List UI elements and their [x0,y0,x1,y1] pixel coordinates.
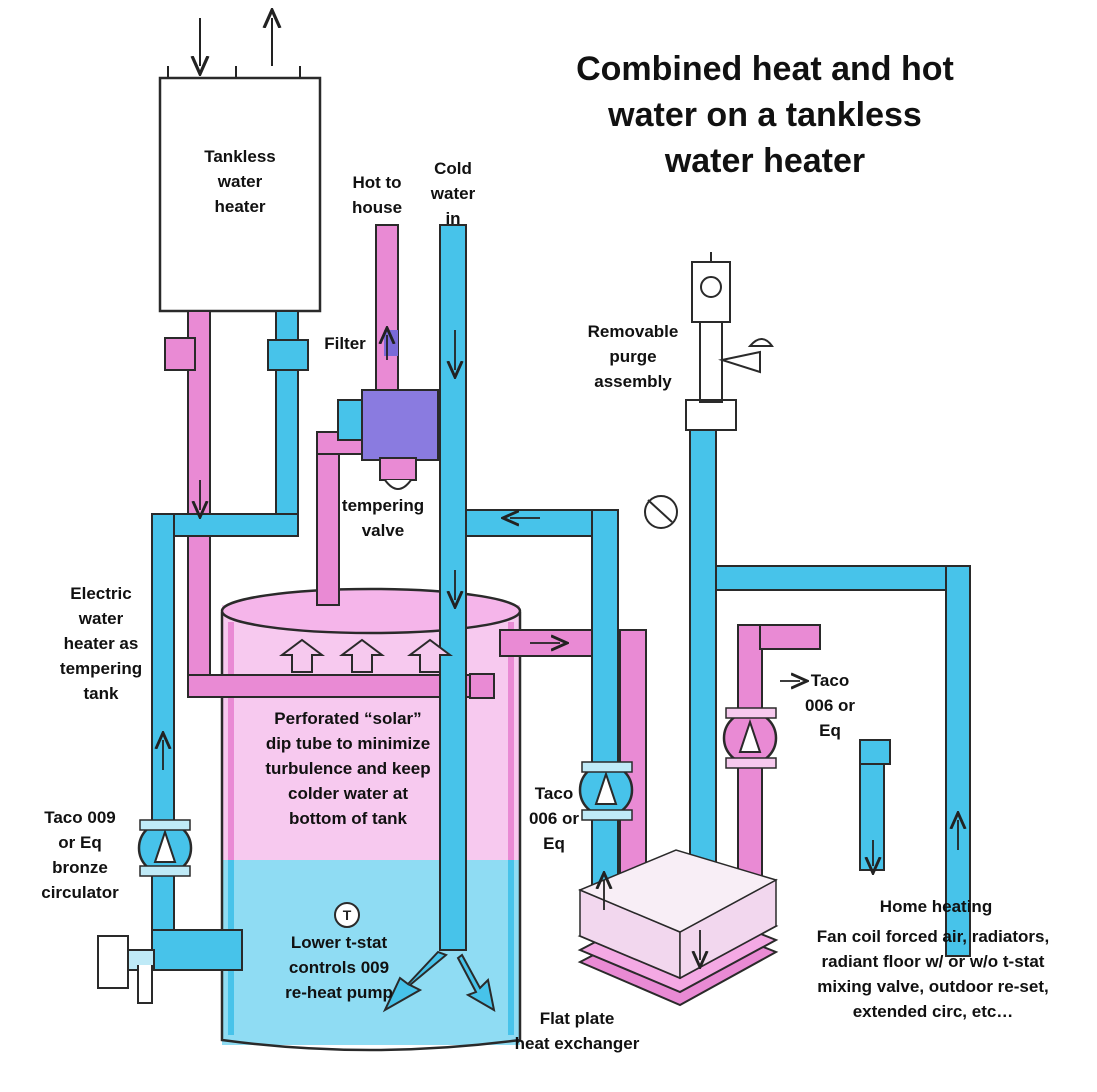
label-flat-plate: Flat plate heat exchanger [494,1006,660,1056]
label-line: 006 or [528,809,580,828]
label-home-heating-title: Home heating [836,894,1036,919]
label-line: Home heating [879,897,993,916]
label-line: controls 009 [288,958,390,977]
label-line: Flat plate [539,1009,615,1028]
label-line: bronze [52,858,108,877]
flow-arrows [163,330,958,960]
label-line: Filter [324,334,366,353]
dip-tube-perforations [279,638,453,673]
label-taco-009: Taco 009 or Eq bronze circulator [20,805,140,905]
label-line: colder water at [288,784,408,803]
label-line: Taco [810,671,850,690]
label-line: Tankless [204,147,276,166]
pump-taco-009 [137,819,193,877]
bottom-outflow-arrows [382,950,496,1013]
label-hot-to-house: Hot to house [334,170,420,220]
title-line-2: water on a tankless [608,96,922,134]
label-taco-006-right: Taco 006 or Eq [796,668,864,743]
title-line-1: Combined heat and hot [576,50,954,88]
flat-plate-heat-exchanger [577,849,779,1007]
diagram-title: Combined heat and hot water on a tankles… [530,46,1000,184]
label-dip-tube: Perforated “solar” dip tube to minimize … [236,706,460,831]
label-line: heater as [63,634,139,653]
tankless-water-heater [158,18,322,313]
label-line: Eq [543,834,565,853]
label-line: radiant floor w/ or w/o t-stat [821,952,1045,971]
label-line: purge [609,347,657,366]
lower-thermostat: T [334,902,360,928]
label-line: bottom of tank [288,809,408,828]
label-tankless-heater: Tankless water heater [170,144,310,219]
label-line: Taco [534,784,574,803]
label-taco-006-center: Taco 006 or Eq [520,781,588,856]
label-line: assembly [594,372,672,391]
label-line: mixing valve, outdoor re-set, [817,977,1049,996]
label-line: Removable [587,322,679,341]
pump-taco-006-right [722,707,778,769]
label-line: tempering [341,496,425,515]
label-line: turbulence and keep [265,759,431,778]
label-line: water [78,609,124,628]
drain-valve [97,935,155,1004]
label-line: Fan coil forced air, radiators, [816,927,1050,946]
label-line: Electric [70,584,132,603]
label-line: water [217,172,263,191]
label-line: circulator [41,883,119,902]
label-line: heat exchanger [514,1034,640,1053]
label-line: in [445,209,461,228]
label-filter: Filter [312,331,378,356]
label-cold-water-in: Cold water in [414,156,492,231]
label-line: Perforated “solar” [274,709,422,728]
pump-taco-006-center [578,761,634,821]
title-line-3: water heater [664,142,866,180]
label-line: Eq [819,721,841,740]
label-lower-tstat: Lower t-stat controls 009 re-heat pump [264,930,414,1005]
label-line: dip tube to minimize [265,734,431,753]
label-line: Lower t-stat [290,933,388,952]
label-line: Hot to [352,173,402,192]
label-line: tempering [59,659,143,678]
label-line: extended circ, etc… [852,1002,1014,1021]
label-line: heater [214,197,266,216]
label-electric-heater: Electric water heater as tempering tank [36,581,166,706]
thermostat-symbol: T [343,907,352,923]
label-line: Cold [434,159,472,178]
label-line: house [351,198,403,217]
label-line: or Eq [58,833,102,852]
label-tempering-valve: tempering valve [333,493,433,543]
label-line: re-heat pump [285,983,393,1002]
removable-purge-assembly [644,252,774,529]
label-line: 006 or [804,696,856,715]
label-line: water [430,184,476,203]
label-removable-purge: Removable purge assembly [570,319,696,394]
label-line: valve [361,521,405,540]
label-line: Taco 009 [44,808,116,827]
label-home-heating-desc: Fan coil forced air, radiators, radiant … [780,924,1086,1024]
label-line: tank [83,684,119,703]
